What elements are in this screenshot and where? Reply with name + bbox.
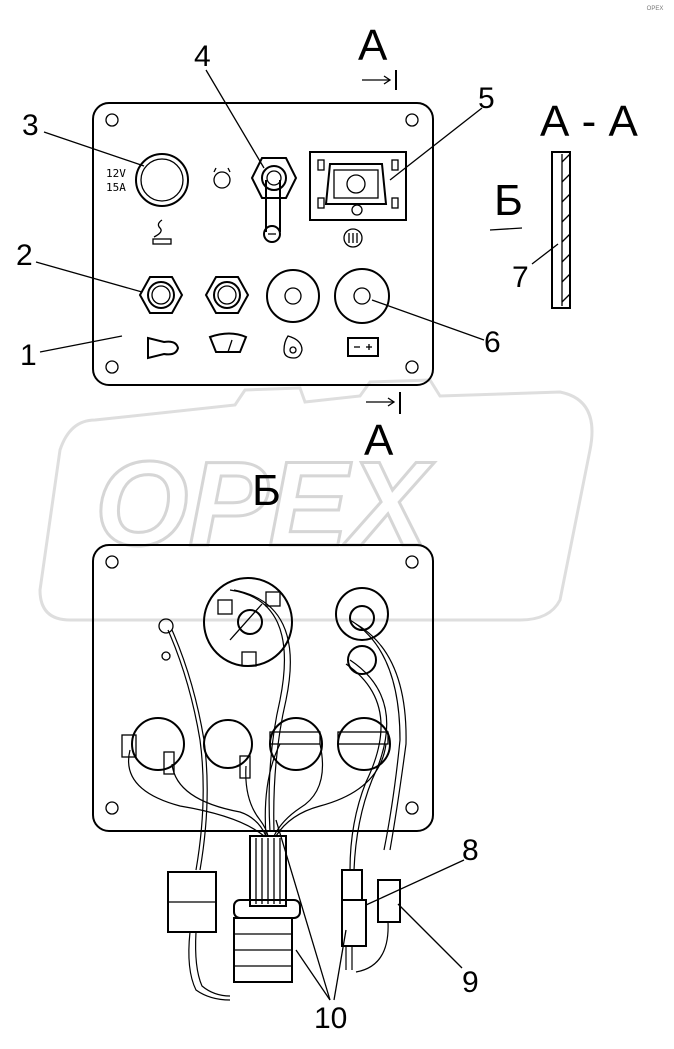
panel-back-outline <box>92 544 434 832</box>
fuse-text-15a: 15A <box>106 181 126 194</box>
cigarette-lighter-socket <box>135 153 189 207</box>
ignition-switch-back <box>203 577 293 667</box>
corner-watermark: ОРЕХ <box>647 6 664 12</box>
mounting-hole <box>405 555 419 569</box>
callout-10: 10 <box>314 1002 347 1035</box>
wiring-harness <box>128 589 407 871</box>
heater-switch <box>309 151 407 221</box>
battery-icon <box>347 337 379 357</box>
plug-connector <box>233 835 301 983</box>
callout-3: 3 <box>22 109 39 142</box>
indicator-lamp <box>213 167 231 189</box>
callout-1: 1 <box>20 339 37 372</box>
ignition-switch <box>250 157 298 243</box>
front-view: А 12V 15A <box>16 21 501 465</box>
callout-4: 4 <box>194 40 211 73</box>
callout-5: 5 <box>478 82 495 115</box>
mounting-hole <box>105 113 119 127</box>
heater-icon <box>343 228 363 248</box>
connector-block-left <box>167 871 231 1001</box>
callout-9: 9 <box>462 966 479 999</box>
section-marker-bottom: А <box>364 416 394 465</box>
callout-7: 7 <box>512 261 529 294</box>
fuse-holder-8 <box>341 869 367 970</box>
watermark-logo: OPEX <box>38 378 594 622</box>
callout-2: 2 <box>16 239 33 272</box>
horn-icon <box>147 336 180 360</box>
horn-button <box>138 276 184 314</box>
callout-6: 6 <box>484 326 501 359</box>
section-marker-top: А <box>358 21 388 70</box>
mounting-hole <box>105 360 119 374</box>
cigarette-lighter-icon <box>152 219 172 245</box>
wiper-button <box>204 276 250 314</box>
fuse-holder-9 <box>355 879 401 973</box>
fuel-lamp <box>266 269 320 323</box>
panel-front-outline <box>92 102 434 386</box>
section-title: А - А <box>540 97 638 146</box>
section-view: А - А Б 7 <box>489 97 638 309</box>
battery-lamp <box>334 268 390 324</box>
watermark-text: OPEX <box>95 437 435 571</box>
fuse-text-12v: 12V <box>106 167 126 180</box>
fuel-drop-icon <box>283 335 303 359</box>
mounting-hole <box>105 801 119 815</box>
callout-8: 8 <box>462 834 479 867</box>
panel-section <box>551 151 571 309</box>
back-view-title: Б <box>252 466 281 515</box>
lamp-socket-back <box>121 717 391 779</box>
mounting-hole <box>405 113 419 127</box>
mounting-hole <box>405 360 419 374</box>
wiper-icon <box>208 332 248 353</box>
mounting-hole <box>405 801 419 815</box>
heater-switch-back <box>335 587 389 675</box>
back-view: Б <box>92 466 479 1035</box>
mounting-hole <box>105 555 119 569</box>
view-arrow-label: Б <box>494 176 523 225</box>
